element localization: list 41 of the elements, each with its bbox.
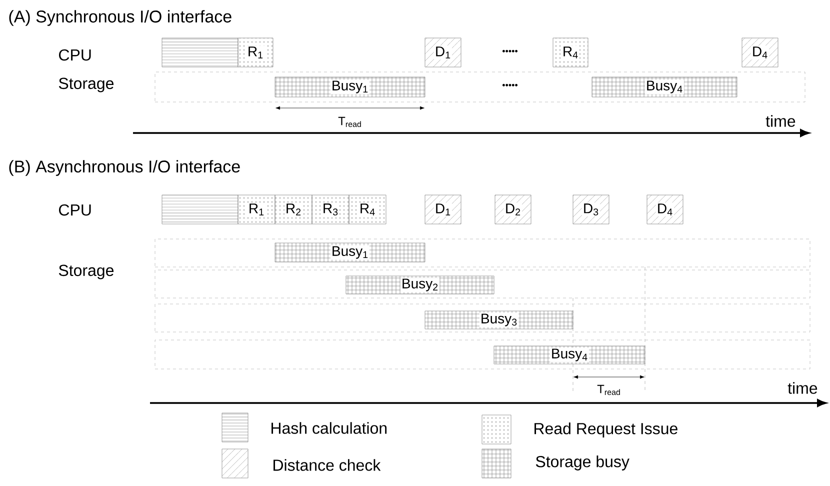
read-request-box: R$_{3}$ bbox=[312, 194, 350, 224]
section-title: (A) Synchronous I/O interface bbox=[9, 10, 232, 26]
storage-lane bbox=[154, 340, 810, 370]
storage-busy-bar: Busy$_{4}$ bbox=[494, 346, 646, 364]
dimension-label: T$_{read}$ bbox=[597, 384, 620, 396]
distance-check-box: D$_{1}$ bbox=[424, 194, 462, 224]
storage-lane bbox=[154, 238, 810, 268]
storage-lane bbox=[154, 270, 810, 298]
legend-label: Hash calculation bbox=[272, 422, 387, 434]
read-request-box: R$_{2}$ bbox=[274, 194, 312, 224]
axis-label: time bbox=[766, 115, 796, 127]
storage-busy-bar: Busy$_{2}$ bbox=[346, 276, 494, 294]
storage-busy-bar: Busy$_{4}$ bbox=[592, 76, 738, 98]
legend-label: Read Request Issue bbox=[534, 422, 678, 438]
storage-lane bbox=[154, 304, 810, 332]
distance-check-box: D$_{1}$ bbox=[424, 38, 462, 68]
section-title: (B) Asynchronous I/O interface bbox=[9, 160, 240, 176]
distance-check-box: D$_{3}$ bbox=[572, 194, 610, 224]
read-request-box: R$_{1}$ bbox=[238, 194, 276, 224]
row-label: Storage bbox=[58, 264, 114, 280]
read-request-box: R$_{1}$ bbox=[238, 38, 274, 68]
ellipsis: ••••• bbox=[502, 50, 518, 52]
row-label: Storage bbox=[58, 78, 114, 92]
distance-check-box: D$_{2}$ bbox=[494, 194, 532, 224]
row-label: CPU bbox=[59, 204, 91, 216]
storage-busy-bar: Busy$_{3}$ bbox=[424, 310, 574, 330]
ellipsis: ••••• bbox=[502, 84, 518, 86]
storage-busy-bar: Busy$_{1}$ bbox=[274, 76, 426, 98]
legend-label: Storage busy bbox=[536, 456, 630, 470]
dimension-label: T$_{read}$ bbox=[338, 116, 361, 128]
hash-calculation-box bbox=[162, 38, 238, 68]
hash-calculation-box bbox=[162, 194, 238, 224]
axis-label: time bbox=[788, 382, 818, 394]
legend-label: Distance check bbox=[274, 459, 381, 471]
read-request-box: R$_{4}$ bbox=[552, 38, 588, 68]
storage-busy-bar: Busy$_{1}$ bbox=[274, 242, 426, 262]
read-request-box: R$_{4}$ bbox=[348, 194, 386, 224]
row-label: CPU bbox=[59, 49, 91, 61]
distance-check-box: D$_{4}$ bbox=[742, 38, 778, 68]
distance-check-box: D$_{4}$ bbox=[646, 194, 684, 224]
storage-lane bbox=[154, 72, 806, 102]
